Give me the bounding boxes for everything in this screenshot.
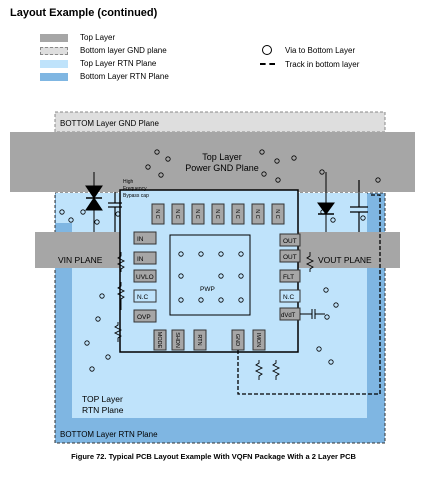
- bottom-track: [237, 194, 381, 395]
- legend-swatch-bottom-rtn: [40, 73, 68, 81]
- pin-in-1: [133, 231, 157, 245]
- pin-in-2: [133, 251, 157, 265]
- nc-pin-group: [151, 203, 285, 225]
- pin-shdn: [171, 329, 185, 351]
- power-gnd-plane: [10, 132, 415, 192]
- nc-pin-label: N C: [234, 209, 240, 219]
- legend-bottom-gnd: Bottom layer GND plane: [80, 46, 167, 55]
- nc-pin: [171, 203, 185, 225]
- pin-out-1: [279, 233, 301, 247]
- pin-rtn: [193, 329, 207, 351]
- nc-pin-label: N C: [254, 209, 260, 219]
- pin-label-rtn: RTN: [196, 334, 202, 345]
- pin-nc-left: [133, 289, 157, 303]
- output-diode: [317, 172, 335, 232]
- vout-plane-label: VOUT PLANE: [318, 255, 372, 265]
- resistor-group: [113, 252, 315, 380]
- pin-label-uvlo: UVLO: [136, 274, 154, 281]
- resistor: [113, 322, 123, 342]
- nc-pin-label: N C: [194, 209, 200, 219]
- thermal-pad: [169, 234, 251, 316]
- pin-label-imon: IMON: [255, 333, 261, 347]
- legend-track-icon: [260, 63, 275, 65]
- pin-label-mode: MODE: [156, 332, 162, 349]
- top-rtn-label: RTN Plane: [82, 405, 124, 415]
- cap-label: High: [123, 179, 134, 185]
- pin-label-ovp: OVP: [137, 314, 151, 321]
- bypass-capacitor: [108, 192, 122, 232]
- pin-ovp: [133, 309, 157, 323]
- nc-pin: [231, 203, 245, 225]
- pin-label-flt: FLT: [283, 274, 294, 281]
- nc-pin-label: N C: [154, 209, 160, 219]
- pin-out-2: [279, 249, 301, 263]
- legend-via: Via to Bottom Layer: [285, 46, 356, 55]
- nc-pin-label: N C: [274, 209, 280, 219]
- nc-pin: [211, 203, 225, 225]
- power-gnd-label: Power GND Plane: [185, 163, 259, 173]
- top-rtn-label: TOP Layer: [82, 394, 123, 404]
- pin-label-in: IN: [137, 256, 144, 263]
- pin-nc-right: [279, 289, 301, 303]
- resistor: [305, 252, 315, 272]
- nc-pin: [191, 203, 205, 225]
- pwp-label: PWP: [200, 286, 215, 293]
- nc-pin: [151, 203, 165, 225]
- vin-plane-label: VIN PLANE: [58, 255, 103, 265]
- power-gnd-label: Top Layer: [202, 152, 242, 162]
- pin-label-shdn: SHDN: [174, 332, 180, 348]
- legend-swatch-top-layer: [40, 34, 68, 42]
- pin-label-in: IN: [137, 236, 144, 243]
- resistor: [116, 282, 126, 310]
- legend-top-rtn: Top Layer RTN Plane: [80, 59, 157, 68]
- pin-imon: [252, 329, 266, 351]
- tvs-diode: [85, 172, 103, 232]
- dvdt-capacitor: [300, 309, 325, 319]
- nc-pin-label: N C: [214, 209, 220, 219]
- output-capacitor: [350, 180, 368, 232]
- pin-mode: [153, 329, 167, 351]
- cap-label: Frequency: [123, 186, 147, 192]
- bottom-rtn-label: BOTTOM Layer RTN Plane: [60, 430, 158, 439]
- legend-via-icon: [262, 45, 272, 55]
- pin-label-out: OUT: [283, 238, 297, 245]
- legend-bottom-rtn: Bottom Layer RTN Plane: [80, 72, 169, 81]
- bottom-gnd-label: BOTTOM Layer GND Plane: [60, 119, 160, 128]
- legend-track: Track in bottom layer: [285, 60, 360, 69]
- pin-label-dvdt: dVdT: [281, 313, 296, 319]
- pin-uvlo: [133, 269, 157, 283]
- legend-swatch-top-rtn: [40, 60, 68, 68]
- page-title: Layout Example (continued): [10, 7, 158, 19]
- pin-label-out: OUT: [283, 254, 297, 261]
- cap-label: Bypass cap: [123, 193, 149, 199]
- figure-caption: Figure 72. Typical PCB Layout Example Wi…: [71, 452, 356, 461]
- nc-pin-label: N C: [174, 209, 180, 219]
- pin-label-nc: N.C: [137, 294, 149, 301]
- resistor: [116, 252, 126, 272]
- nc-pin: [251, 203, 265, 225]
- legend-top-layer: Top Layer: [80, 33, 116, 42]
- pin-label-gnd: GND: [234, 334, 240, 346]
- nc-pin: [271, 203, 285, 225]
- pin-flt: [279, 269, 301, 283]
- pin-label-nc: N.C: [283, 294, 295, 301]
- resistor: [254, 360, 264, 380]
- vin-plane: [35, 232, 132, 268]
- resistor: [271, 360, 281, 380]
- legend-swatch-bottom-gnd: [40, 47, 68, 55]
